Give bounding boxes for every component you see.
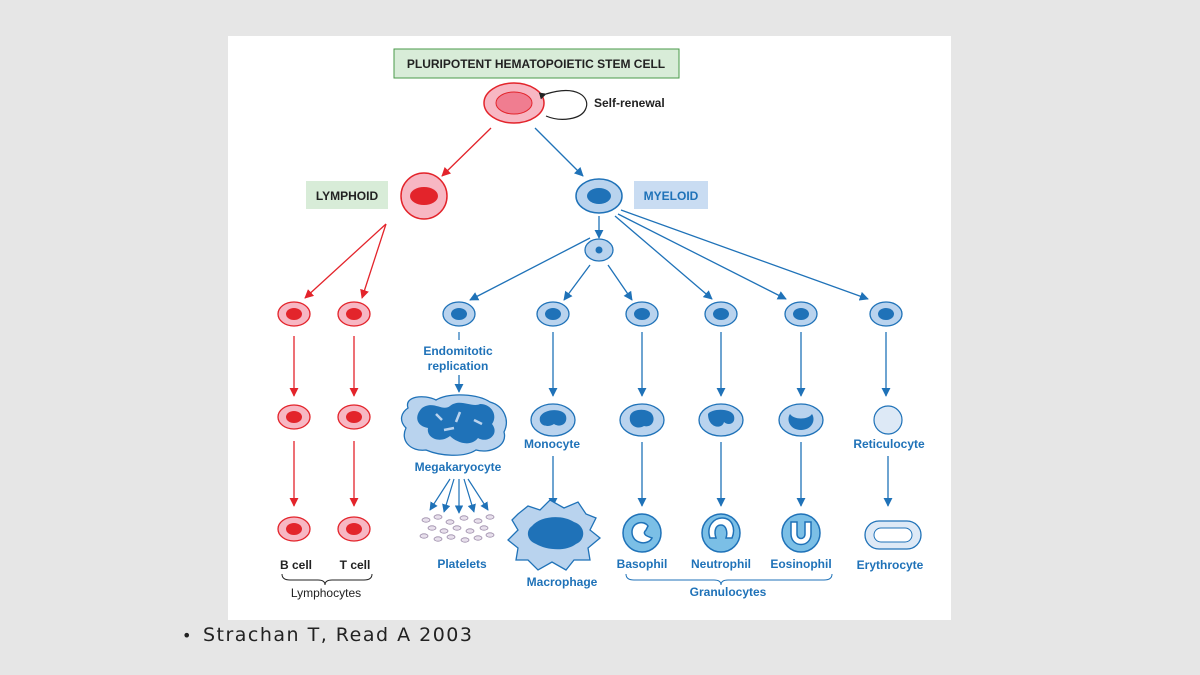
citation: • Strachan T, Read A 2003 [182,624,473,646]
neutrophil-cell [701,513,741,553]
lymphocytes-bracket [281,573,373,586]
basophil-cell [622,513,662,553]
myeloid-label-box [634,181,708,209]
b-cell [277,516,311,542]
b-cell-precursor-1 [277,301,311,327]
stem-cell-title-box [393,48,680,79]
arrow-to-erythroid-precursor [620,209,869,301]
arrow-to-megakaryoblast [469,237,591,301]
stem-cell-title: PLURIPOTENT HEMATOPOIETIC STEM CELL [407,57,665,71]
eosinophil-cell [781,513,821,553]
platelet-arrows [429,478,489,514]
erythrocyte-cell [864,520,922,550]
megakaryocyte-cell [400,394,507,456]
granulocytes-bracket [625,573,833,586]
erythrocyte-label: Erythrocyte [857,558,924,572]
arrow-to-t-precursor [360,223,387,299]
megakaryocyte-label: Megakaryocyte [415,460,502,474]
lymphoid-progenitor-cell [400,172,448,220]
endomitotic-label-line1: Endomitotic [423,344,493,358]
b-cell-precursor-2 [277,404,311,430]
arrow-to-neutrophil-precursor [614,215,713,300]
arrow-to-lymphoid [441,127,492,177]
self-renewal-arrow [538,89,588,120]
neutrophil-stage2-cell [698,403,744,437]
erythroid-precursor [869,301,903,327]
platelets-cluster [419,514,495,543]
megakaryoblast [442,301,476,327]
macrophage-label: Macrophage [527,575,598,589]
macrophage-cell [507,499,602,571]
endomitotic-label-line2: replication [428,359,489,373]
bullet-icon: • [182,626,193,645]
neutrophil-label: Neutrophil [691,557,751,571]
arrow-to-monoblast [563,264,591,301]
arrow-to-b-precursor [304,223,387,299]
basophil-precursor [625,301,659,327]
hematopoiesis-diagram: PLURIPOTENT HEMATOPOIETIC STEM CELL Self… [277,48,925,600]
reticulocyte-label: Reticulocyte [853,437,925,451]
myeloid-label: MYELOID [644,189,699,203]
lymphoid-label-box [306,181,388,209]
lymphocytes-label: Lymphocytes [291,586,361,600]
monocyte-label: Monocyte [524,437,580,451]
self-renewal-label: Self-renewal [594,96,665,110]
platelets-label: Platelets [437,557,487,571]
monoblast [536,301,570,327]
b-cell-label: B cell [280,558,312,572]
lymphoid-label: LYMPHOID [316,189,379,203]
reticulocyte-cell [873,405,903,435]
myeloid-progenitor-cell [575,178,623,214]
myeloid-intermediate-cell [584,238,614,262]
t-cell-precursor-1 [337,301,371,327]
t-cell-precursor-2 [337,404,371,430]
eosinophil-stage2-cell [778,403,824,437]
t-cell [337,516,371,542]
stem-cell [483,82,545,124]
granulocytes-label: Granulocytes [690,585,767,599]
hematopoiesis-figure: PLURIPOTENT HEMATOPOIETIC STEM CELL Self… [228,36,951,620]
eosinophil-label: Eosinophil [770,557,831,571]
arrow-to-eosinophil-precursor [617,213,787,300]
t-cell-label: T cell [340,558,371,572]
neutrophil-precursor [704,301,738,327]
monocyte-cell [530,403,576,437]
eosinophil-precursor [784,301,818,327]
arrow-to-myeloid [534,127,584,177]
basophil-stage2-cell [619,403,665,437]
basophil-label: Basophil [617,557,668,571]
citation-text: Strachan T, Read A 2003 [202,624,474,646]
arrow-to-basophil-precursor [607,264,633,301]
